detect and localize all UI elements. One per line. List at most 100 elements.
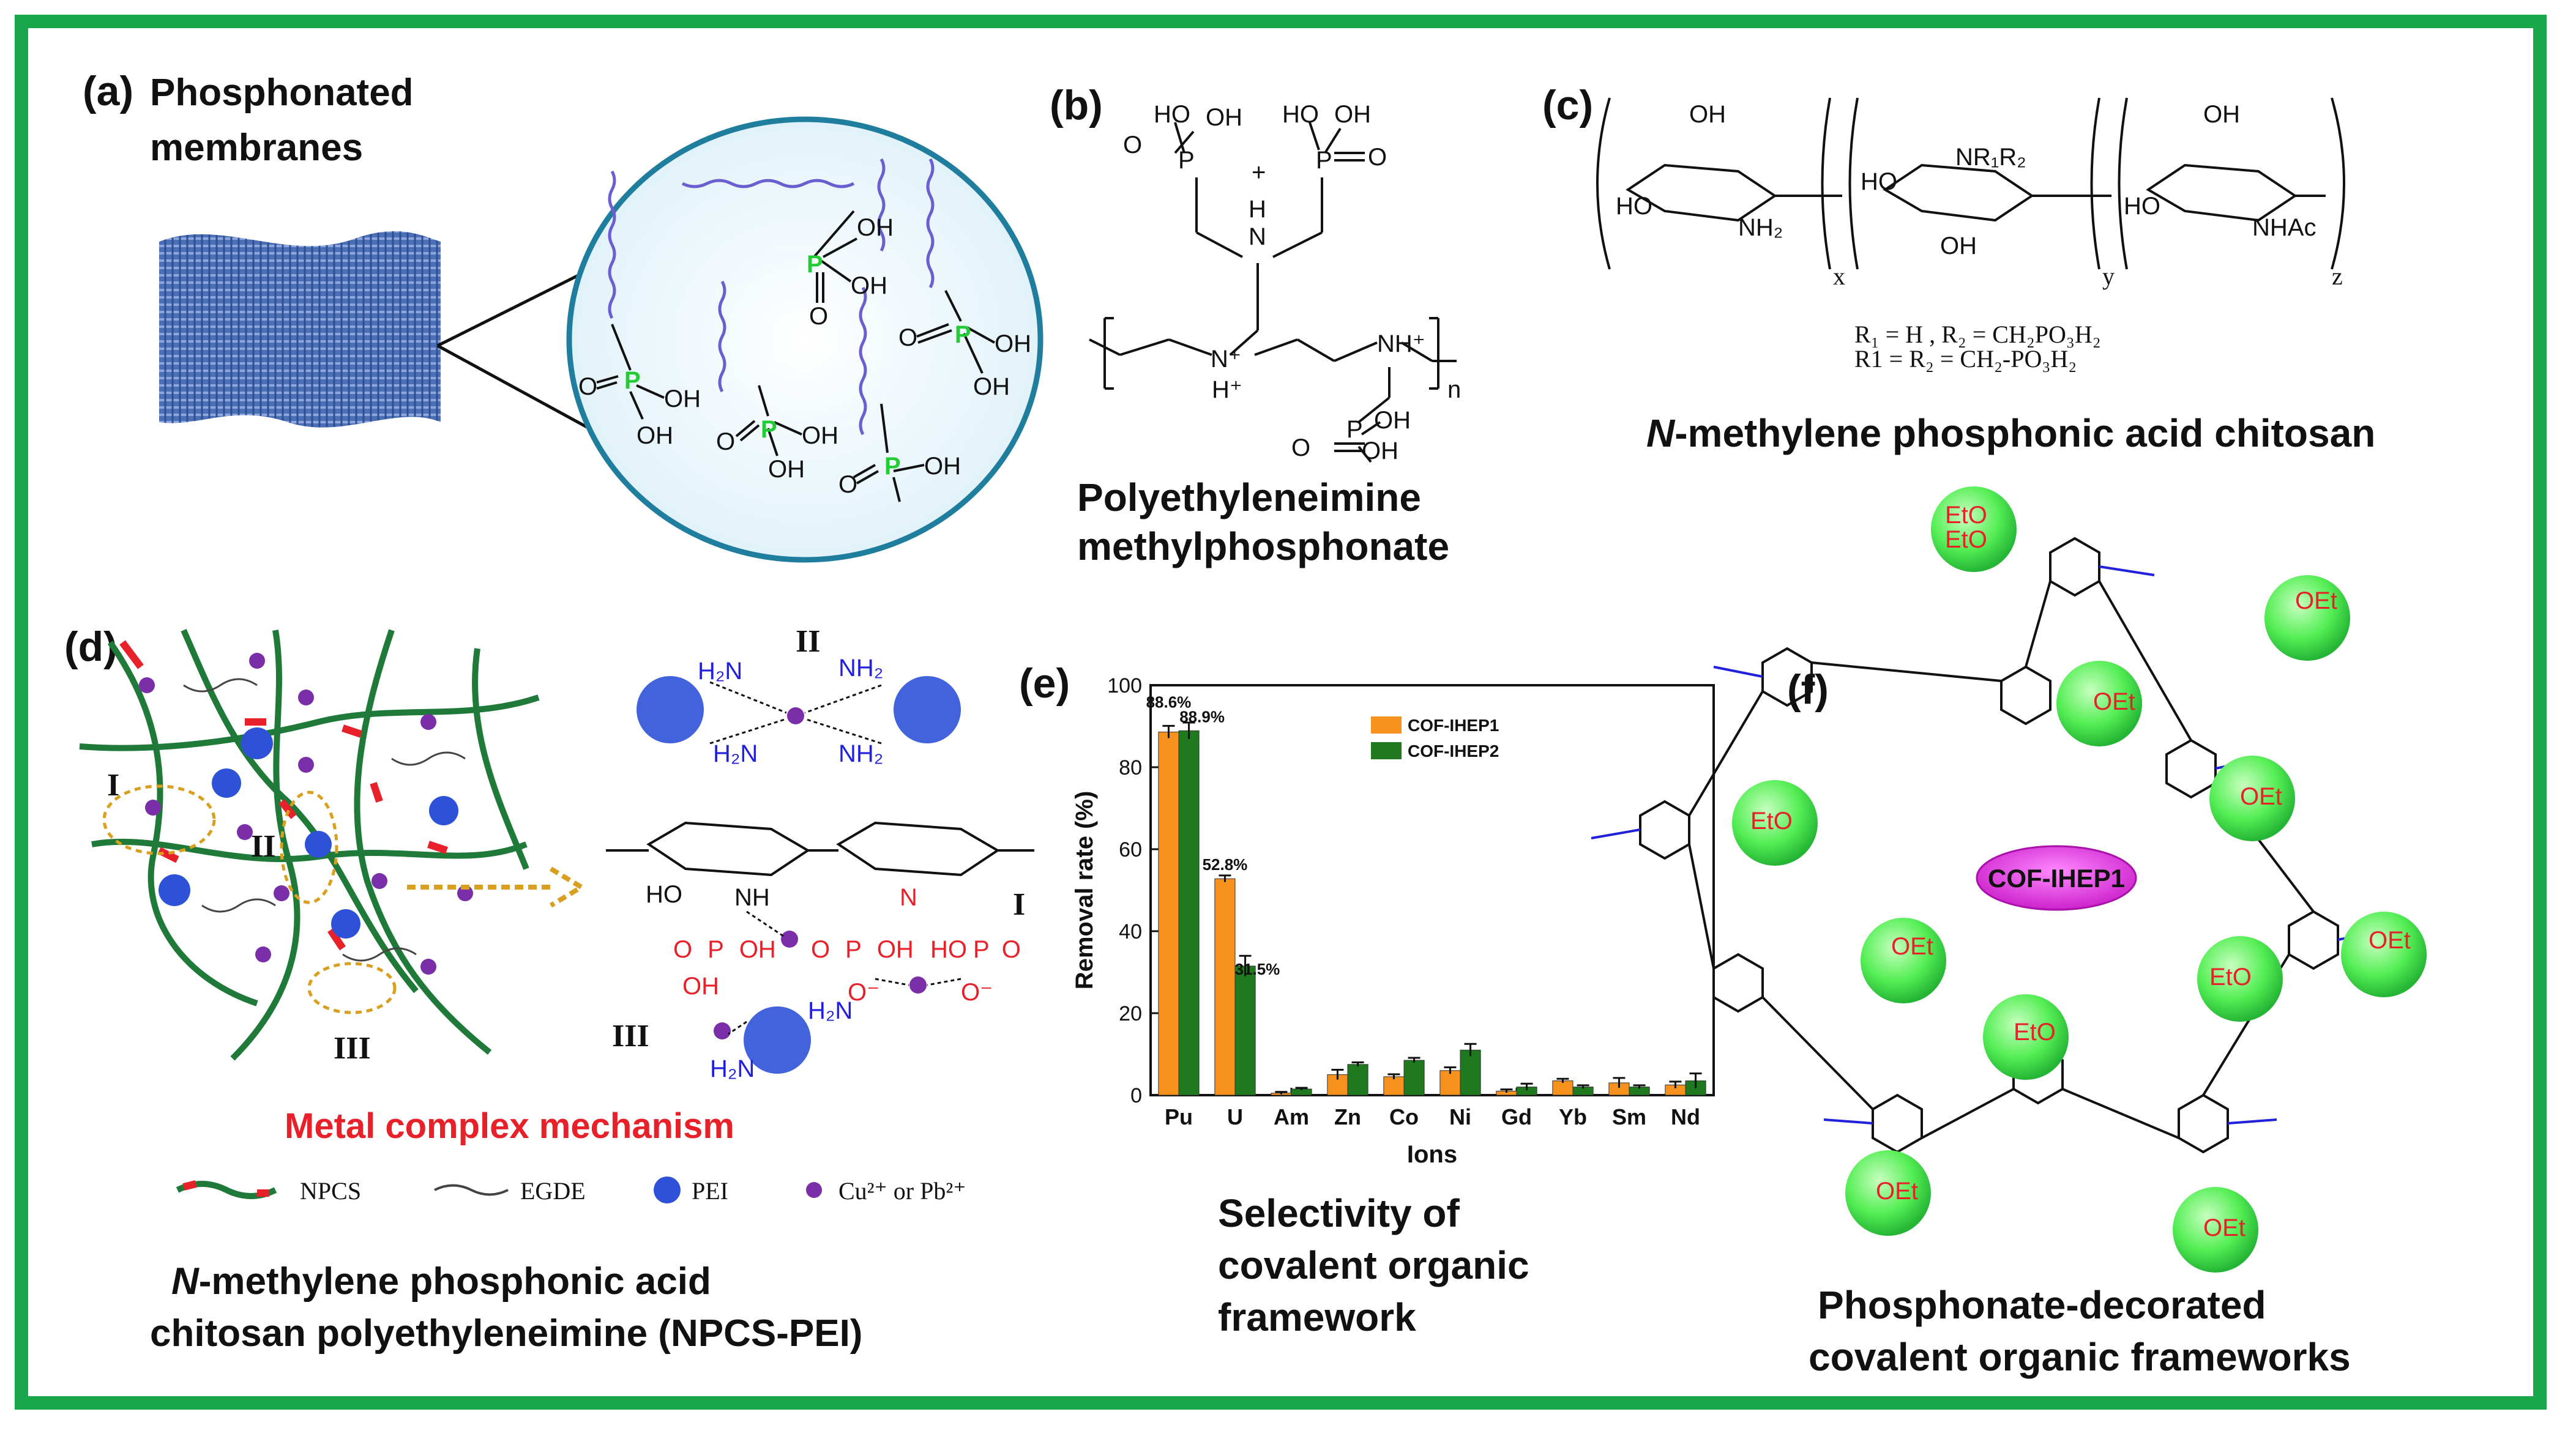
a-p2: P [807,251,823,278]
f-eto-2: EtO [1945,526,1987,553]
legend-egde: EGDE [520,1177,586,1205]
x-tick-label-1: U [1227,1104,1243,1129]
d-o-2: O [811,936,830,963]
legend-label-1: COF-IHEP2 [1408,742,1499,760]
f-oet-7: OEt [1891,933,1933,960]
egde-links [183,678,466,962]
panel-b-caption-line2: methylphosphonate [1077,524,1449,568]
d-roman-3: III [334,1031,371,1066]
d-p-3: P [973,936,990,963]
b-o3: O [1291,434,1310,461]
d-p-1: P [707,936,724,963]
panel-b: (b) [1050,82,1461,568]
bar-cof-ihep1-u [1214,878,1236,1096]
c-ho1: HO [1616,193,1652,220]
a-oh7: OH [802,422,838,449]
b-h1: H [1249,196,1266,223]
b-nplus: N⁺ [1211,346,1241,373]
c-nhac: NHAc [2252,214,2316,241]
y-tick-label-5: 100 [1107,674,1142,697]
b-oh1: OH [1206,104,1242,131]
c-oh1: OH [1689,101,1726,128]
x-axis-label: Ions [1407,1141,1457,1168]
phosphonate-beads [1732,486,2427,1273]
y-axis-label: Removal rate (%) [1071,791,1098,990]
c-r-line1: R₁ = H , R₂ = CH₂PO₃H₂ [1854,321,2101,348]
panel-a-label: (a) [83,68,133,114]
polymer-chains [608,158,935,436]
b-p3: P [1346,416,1363,443]
d-ho: HO [646,881,682,908]
panel-f-caption-line2: covalent organic frameworks [1809,1335,2351,1379]
d-h2n-4: H₂N [710,1055,755,1082]
x-tick-label-4: Co [1389,1104,1419,1129]
panel-a-title-line2: membranes [150,127,363,169]
a-o4: O [716,428,735,455]
c-caption-italic: N [1646,411,1676,455]
a-oh8: OH [768,456,805,483]
panel-d-caption-line2: chitosan polyethyleneimine (NPCS-PEI) [150,1312,862,1355]
d-n: N [900,884,917,911]
x-tick-label-3: Zn [1334,1104,1361,1129]
panel-e-label: (e) [1019,660,1070,707]
d-h2n-2: H₂N [713,740,758,767]
f-oet-4: OEt [2369,927,2411,954]
d-mech-roman-1: I [1013,887,1025,922]
d-oh-3: OH [877,936,914,963]
b-n1: N [1249,223,1266,250]
panel-e-caption-line2: covalent organic [1218,1243,1529,1287]
d-p-2: P [845,936,862,963]
a-p3: P [955,321,971,348]
legend-label-0: COF-IHEP1 [1408,716,1499,735]
b-p1: P [1178,147,1195,174]
x-tick-label-9: Nd [1671,1104,1700,1129]
f-eto-5: EtO [1750,808,1793,835]
bar-cof-ihep1-ni [1439,1070,1461,1096]
c-nh2: NH₂ [1738,214,1783,241]
y-tick-label-2: 40 [1119,920,1142,943]
cof-ihep1-pill [1976,845,2137,911]
panel-e-caption-line3: framework [1218,1295,1416,1339]
b-p2: P [1316,147,1332,174]
data-label-u-2: 31.5% [1235,960,1280,978]
x-tick-label-2: Am [1274,1104,1309,1129]
a-o3: O [898,324,917,351]
cof-ihep1-pill-label: COF-IHEP1 [1988,864,2125,893]
a-oh6: OH [973,373,1010,400]
d-h2n-1: H₂N [698,658,742,685]
bar-cof-ihep1-co [1383,1076,1405,1096]
d-h2n-3: H₂N [808,997,853,1024]
f-oet-3: OEt [2240,783,2282,810]
f-eto-1: EtO [1945,502,1987,529]
b-plus: + [1252,159,1266,186]
d-oh-2: OH [682,973,719,1000]
highlight-ellipses [102,784,397,1014]
d-caption-italic: N [171,1260,200,1303]
panel-c-label: (c) [1542,82,1593,128]
d-o-1: O [673,936,692,963]
b-nhplus: NH⁺ [1377,330,1425,357]
bar-cof-ihep2-pu [1178,730,1200,1096]
d-oh-1: OH [739,936,776,963]
d-ho-2: HO [930,936,967,963]
a-oh2: OH [637,422,673,449]
panel-f-caption-line1: Phosphonate-decorated [1818,1283,2266,1327]
phosphonate-groups-a: P OH OH O P OH OH O P OH OH O P OH OH O … [578,210,1031,502]
a-p5: P [884,453,901,480]
panel-c-caption: N-methylene phosphonic acid chitosan [1646,411,2375,455]
c-sub-x: x [1833,262,1845,290]
d-legend: NPCS EGDE PEI Cu²⁺ or Pb²⁺ [176,1177,966,1205]
a-o1: O [578,373,597,400]
x-tick-label-7: Yb [1559,1104,1587,1129]
y-tick-label-0: 0 [1130,1084,1142,1107]
b-oh3: OH [1374,407,1411,434]
d-o-3: O [1002,936,1021,963]
panel-d: (d) [64,623,1034,1355]
legend-metal: Cu²⁺ or Pb²⁺ [838,1177,966,1205]
a-oh5: OH [995,330,1031,357]
bead-labels: EtO EtO OEt OEt OEt OEt EtO EtO OEt OEt … [1750,502,2411,1241]
a-o2: O [809,303,828,330]
